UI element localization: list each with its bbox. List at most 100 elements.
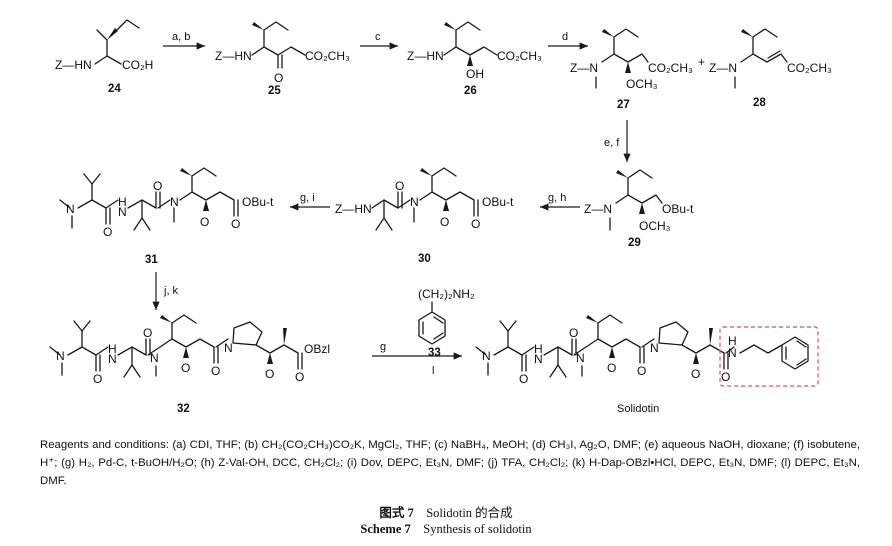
amide-n-label: N bbox=[534, 352, 543, 366]
compound-25-label: 25 bbox=[268, 85, 281, 97]
reagents-text: (a) CDI, THF; (b) CH₂(CO₂CH₃)CO₂K, MgCl₂… bbox=[40, 439, 860, 487]
compound-24-label: 24 bbox=[108, 83, 121, 95]
co2ch3-label: CO₂CH₃ bbox=[497, 49, 542, 63]
hn-h-label: H bbox=[534, 342, 543, 356]
co2ch3-label: CO₂CH₃ bbox=[787, 61, 832, 75]
z-hn-label: Z—HN bbox=[55, 58, 92, 72]
compound-30-structure: Z—HN O N O O OBu-t 30 bbox=[335, 167, 514, 265]
n-label: N bbox=[482, 349, 491, 363]
obu-t-label: OBu-t bbox=[482, 195, 514, 209]
hn-label: H bbox=[118, 195, 127, 209]
caption-chinese: 图式 7 Solidotin 的合成 bbox=[0, 502, 892, 521]
methoxy-o-label: O bbox=[691, 367, 700, 381]
amide-o-label: O bbox=[153, 179, 162, 193]
step-ef-label: e, f bbox=[604, 137, 620, 149]
ester-o-label: O bbox=[471, 217, 480, 231]
step-jk-label: j, k bbox=[163, 285, 179, 297]
amide-n-label: N bbox=[108, 352, 117, 366]
amide-o-label: O bbox=[143, 326, 152, 340]
methoxy-o-label: O bbox=[181, 361, 190, 375]
compound-33-structure: (CH₂)₂NH₂ 33 bbox=[418, 287, 475, 359]
compound-32-label: 32 bbox=[177, 403, 190, 415]
compound-24-structure: Z—HN CO₂H 24 bbox=[55, 19, 153, 95]
z-n-label: Z—N bbox=[584, 202, 612, 216]
reaction-scheme: Z—HN CO₂H 24 a, b Z—HN O CO₂CH₃ 25 c Z—H… bbox=[49, 19, 832, 415]
z-hn-label: Z—HN bbox=[335, 202, 372, 216]
caption-cn-label: 图式 7 bbox=[379, 506, 414, 520]
compound-33-label: 33 bbox=[428, 347, 441, 359]
ester-o-label: O bbox=[295, 370, 304, 384]
compound-29-label: 29 bbox=[628, 237, 641, 249]
pyrrolidine-n-label: N bbox=[224, 341, 233, 355]
compound-30-label: 30 bbox=[418, 253, 431, 265]
methoxy-o-label: O bbox=[265, 367, 274, 381]
caption-en-text: Synthesis of solidotin bbox=[423, 522, 532, 536]
co2ch3-label: CO₂CH₃ bbox=[648, 61, 693, 75]
amide-o-label: O bbox=[211, 364, 220, 378]
step-d-label: d bbox=[562, 31, 568, 43]
n-label: N bbox=[170, 195, 179, 209]
compound-31-structure: N O H N O N O O OBu-t 31 bbox=[59, 167, 274, 266]
step-ab-label: a, b bbox=[172, 31, 190, 43]
obu-t-label: OBu-t bbox=[662, 202, 694, 216]
caption-english: Scheme 7 Synthesis of solidotin bbox=[0, 522, 892, 537]
ketone-o-label: O bbox=[274, 71, 283, 85]
amide-n-label: N bbox=[728, 346, 737, 360]
z-n-label: Z—N bbox=[570, 61, 598, 75]
amide-n-label: N bbox=[118, 205, 127, 219]
step-gh-label: g, h bbox=[548, 192, 566, 204]
caption-en-label: Scheme 7 bbox=[360, 522, 411, 536]
step-g-label: g bbox=[380, 341, 386, 353]
ester-o-label: O bbox=[231, 217, 240, 231]
amide-o-label: O bbox=[395, 179, 404, 193]
n-label: N bbox=[576, 351, 585, 365]
compound-28-label: 28 bbox=[753, 97, 766, 109]
amide-o-label: O bbox=[569, 326, 578, 340]
co2h-label: CO₂H bbox=[122, 58, 153, 72]
caption-cn-text: Solidotin 的合成 bbox=[426, 506, 513, 520]
methoxy-o-label: O bbox=[607, 361, 616, 375]
highlight-box bbox=[719, 326, 819, 387]
compound-27-label: 27 bbox=[617, 99, 630, 111]
amide-o-label: O bbox=[103, 225, 112, 239]
step-l-label: l bbox=[432, 365, 434, 377]
compound-27-structure: Z—N OCH₃ CO₂CH₃ 27 bbox=[570, 28, 693, 111]
compound-32-structure: N O H N O N O O N O bbox=[49, 314, 330, 415]
methoxy-o-label: O bbox=[440, 215, 449, 229]
methoxy-label: OCH₃ bbox=[626, 77, 658, 91]
z-n-label: Z—N bbox=[709, 61, 737, 75]
reagents-label: Reagents and conditions: bbox=[40, 439, 169, 451]
z-hn-label: Z—HN bbox=[407, 49, 444, 63]
n-label: N bbox=[150, 351, 159, 365]
methoxy-o-label: O bbox=[200, 215, 209, 229]
n-label: N bbox=[56, 349, 65, 363]
amide-o-label: O bbox=[93, 372, 102, 386]
obu-t-label: OBu-t bbox=[242, 195, 274, 209]
compound-26-label: 26 bbox=[464, 85, 477, 97]
step-gi-label: g, i bbox=[300, 192, 315, 204]
hydroxyl-label: OH bbox=[466, 67, 484, 81]
amide-o-label: O bbox=[637, 364, 646, 378]
amide-o-label: O bbox=[721, 370, 730, 384]
hn-h-label: H bbox=[728, 334, 737, 348]
compound-26-structure: Z—HN OH CO₂CH₃ 26 bbox=[407, 21, 542, 97]
methoxy-label: OCH₃ bbox=[639, 219, 671, 233]
obzl-label: OBzl bbox=[304, 342, 330, 356]
compound-29-structure: Z—N OCH₃ OBu-t 29 bbox=[584, 169, 694, 249]
z-hn-label: Z—HN bbox=[215, 49, 252, 63]
n-label: N bbox=[66, 202, 75, 216]
compound-25-structure: Z—HN O CO₂CH₃ 25 bbox=[215, 21, 350, 97]
plus-sign: + bbox=[698, 55, 705, 69]
solidotin-structure: N O H N O N O O N O bbox=[475, 314, 819, 415]
hn-h-label: H bbox=[108, 342, 117, 356]
phenethylamine-chain-label: (CH₂)₂NH₂ bbox=[418, 287, 475, 301]
compound-28-structure: Z—N CO₂CH₃ 28 bbox=[709, 28, 832, 109]
reagents-and-conditions: Reagents and conditions: (a) CDI, THF; (… bbox=[40, 436, 860, 490]
solidotin-label: Solidotin bbox=[617, 403, 659, 415]
step-c-label: c bbox=[375, 31, 381, 43]
n-label: N bbox=[410, 195, 419, 209]
amide-o-label: O bbox=[519, 372, 528, 386]
co2ch3-label: CO₂CH₃ bbox=[305, 49, 350, 63]
compound-31-label: 31 bbox=[145, 254, 158, 266]
pyrrolidine-n-label: N bbox=[650, 341, 659, 355]
